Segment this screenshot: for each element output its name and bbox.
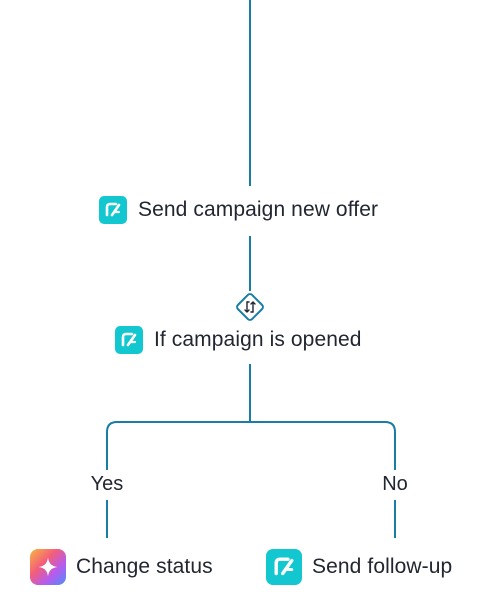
campaign-app-icon	[115, 326, 143, 354]
swap-arrows-icon[interactable]	[234, 291, 266, 323]
campaign-app-icon	[266, 549, 302, 585]
connector-branch-split	[106, 421, 396, 470]
node-send-followup[interactable]: Send follow-up	[266, 549, 453, 585]
node-send-campaign[interactable]: Send campaign new offer	[99, 196, 383, 224]
branch-label-yes: Yes	[86, 473, 128, 496]
node-label-change-status: Change status	[76, 555, 213, 578]
node-condition[interactable]: If campaign is opened	[115, 326, 366, 354]
node-label-send-campaign: Send campaign new offer	[138, 198, 379, 221]
campaign-app-icon	[99, 196, 127, 224]
node-label-send-followup: Send follow-up	[312, 555, 453, 578]
branch-label-no: No	[378, 473, 412, 496]
sparkle-icon	[30, 549, 66, 585]
node-change-status[interactable]: Change status	[30, 549, 213, 585]
node-label-condition: If campaign is opened	[154, 328, 362, 351]
